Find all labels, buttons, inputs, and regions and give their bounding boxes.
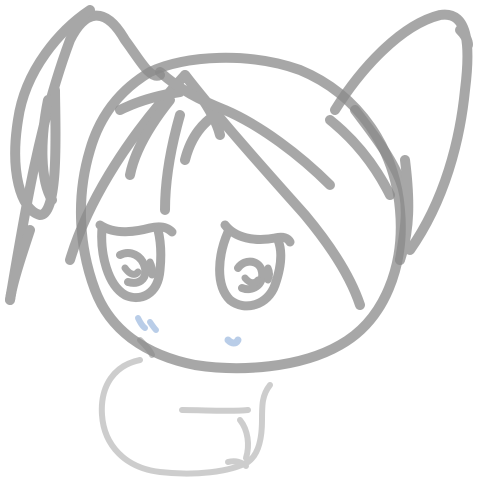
left-eye <box>95 220 177 303</box>
left-ear <box>5 5 165 305</box>
right-eye <box>215 220 295 311</box>
mouth <box>137 337 155 358</box>
blush-marks <box>135 315 242 347</box>
neck-body <box>98 357 273 477</box>
head-outline <box>75 52 406 374</box>
hair-bangs <box>65 67 395 310</box>
